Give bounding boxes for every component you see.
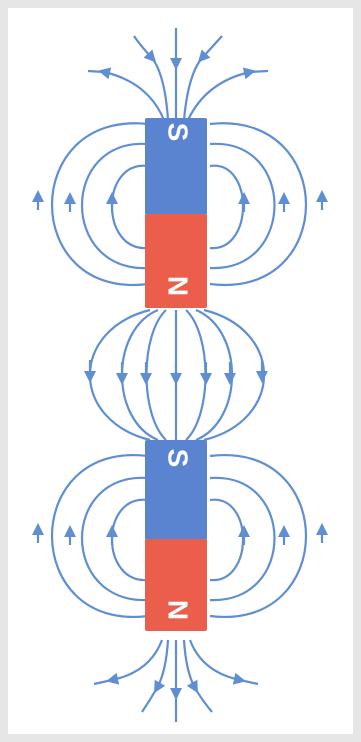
field-line <box>94 680 112 684</box>
magnet-1-left-loops <box>38 123 148 285</box>
field-line <box>195 688 212 712</box>
field-line-loop <box>210 500 243 580</box>
field-line-loop <box>112 500 148 580</box>
middle-field-lines <box>90 310 264 440</box>
field-line-loop <box>52 123 148 285</box>
bottom-field-lines <box>94 640 258 722</box>
south-pole-label: S <box>163 449 194 468</box>
north-pole-label: N <box>163 276 194 296</box>
field-line <box>147 310 167 440</box>
field-line <box>122 310 158 440</box>
field-line <box>186 310 206 440</box>
field-line-loop <box>82 144 148 268</box>
field-line <box>90 310 150 440</box>
field-line <box>196 310 232 440</box>
south-pole-label: S <box>163 123 194 142</box>
top-field-lines <box>88 28 268 120</box>
field-line-loop <box>112 166 148 248</box>
magnet-1-right-loops <box>210 123 322 285</box>
field-line <box>104 72 164 120</box>
field-line <box>240 680 258 684</box>
field-line-loop <box>210 166 243 248</box>
magnet-2-left-loops <box>38 455 148 617</box>
field-line-loop <box>82 478 148 600</box>
magnet-1: S N <box>145 118 207 308</box>
field-line <box>134 36 152 58</box>
magnet-2: S N <box>145 440 207 631</box>
field-line <box>190 640 240 680</box>
field-line <box>250 71 268 72</box>
field-line-loop <box>210 123 306 285</box>
field-line <box>202 36 222 58</box>
field-line <box>142 688 157 712</box>
field-line <box>88 71 104 72</box>
magnet-2-right-loops <box>210 455 322 617</box>
field-line <box>188 72 250 120</box>
field-line <box>204 310 264 440</box>
north-pole-label: N <box>163 600 194 620</box>
field-line <box>112 640 162 680</box>
